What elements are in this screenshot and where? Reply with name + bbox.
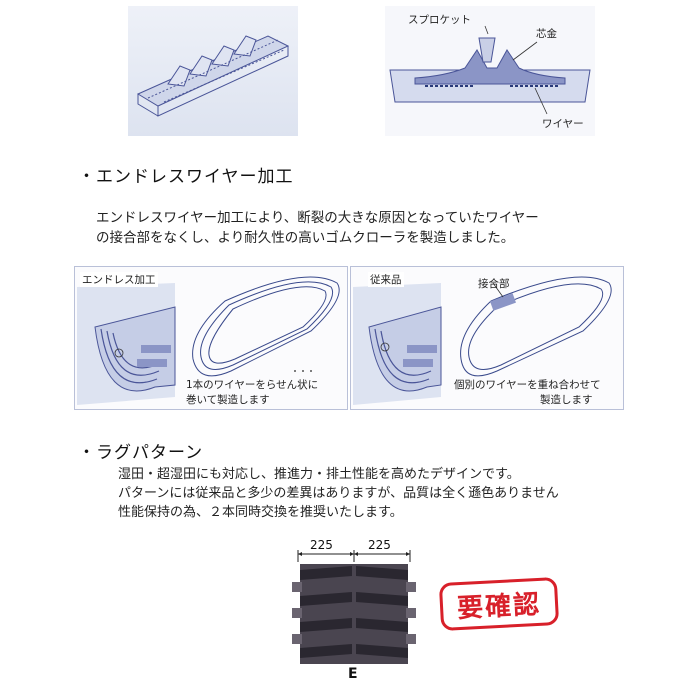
pattern-code: E — [348, 666, 358, 682]
lug-description-line-3: 性能保持の為、２本同時交換を推奨いたします。 — [118, 505, 403, 520]
sprocket-label: スプロケット — [408, 14, 471, 26]
endless-panel-caption-1: 1本のワイヤーをらせん状に — [186, 379, 319, 391]
endless-description-line-1: エンドレスワイヤー加工により、断裂の大きな原因となっていたワイヤー — [96, 210, 539, 226]
conventional-process-panel — [350, 266, 624, 410]
crawler-section-illustration — [128, 6, 298, 136]
lug-section-heading: ・ラグパターン — [78, 438, 203, 463]
conventional-panel-caption-2: 製造します — [540, 394, 593, 406]
lug-description-line-2: パターンには従来品と多少の差異はありますが、品質は全く遜色ありません — [118, 486, 559, 501]
confirmation-stamp: 要確認 — [438, 576, 560, 632]
endless-wire-illustration — [77, 276, 340, 405]
endless-panel-label: エンドレス加工 — [80, 272, 158, 287]
heading-bullet: ・ — [78, 167, 96, 187]
endless-process-panel — [74, 266, 348, 410]
endless-panel-caption-2: 巻いて製造します — [186, 394, 270, 406]
lug-description-line-1: 湿田・超湿田にも対応し、推進力・排土性能を高めたデザインです。 — [118, 467, 520, 482]
endless-description-line-2: の接合部をなくし、より耐久性の高いゴムクローラを製造しました。 — [96, 230, 515, 246]
heading-bullet: ・ — [78, 443, 96, 463]
stamp-text: 要確認 — [456, 589, 542, 624]
conventional-panel-label: 従来品 — [368, 272, 404, 287]
endless-section-heading: ・エンドレスワイヤー加工 — [78, 162, 294, 187]
dimension-right: 225 — [368, 538, 391, 552]
heading-text: ラグパターン — [96, 443, 204, 463]
lug-pattern-image — [288, 548, 418, 666]
joint-label: 接合部 — [478, 278, 510, 290]
wire-label: ワイヤー — [542, 118, 584, 130]
core-label: 芯金 — [536, 28, 557, 40]
conventional-panel-caption-1: 個別のワイヤーを重ね合わせて — [454, 379, 601, 391]
conventional-wire-illustration — [353, 276, 612, 405]
heading-text: エンドレスワイヤー加工 — [96, 167, 294, 187]
sprocket-diagram — [385, 6, 595, 136]
dimension-left: 225 — [310, 538, 333, 552]
